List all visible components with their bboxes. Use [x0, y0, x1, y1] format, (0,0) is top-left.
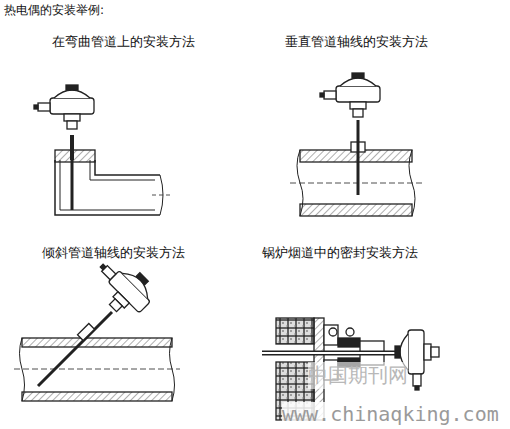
caption: 倾斜管道轴线的安装方法	[42, 244, 185, 262]
watermark-url: www.chinaqking.com	[282, 402, 499, 426]
inclined-pipe	[14, 250, 180, 401]
watermark: 中国期刊网	[308, 362, 408, 389]
caption: 锅炉烟道中的密封安装方法	[262, 244, 418, 262]
bent-pipe	[34, 85, 170, 215]
page-title: 热电偶的安装举例:	[4, 2, 104, 19]
caption: 垂直管道轴线的安装方法	[285, 33, 428, 51]
caption: 在弯曲管道上的安装方法	[52, 33, 195, 51]
straight-pipe	[290, 73, 422, 216]
